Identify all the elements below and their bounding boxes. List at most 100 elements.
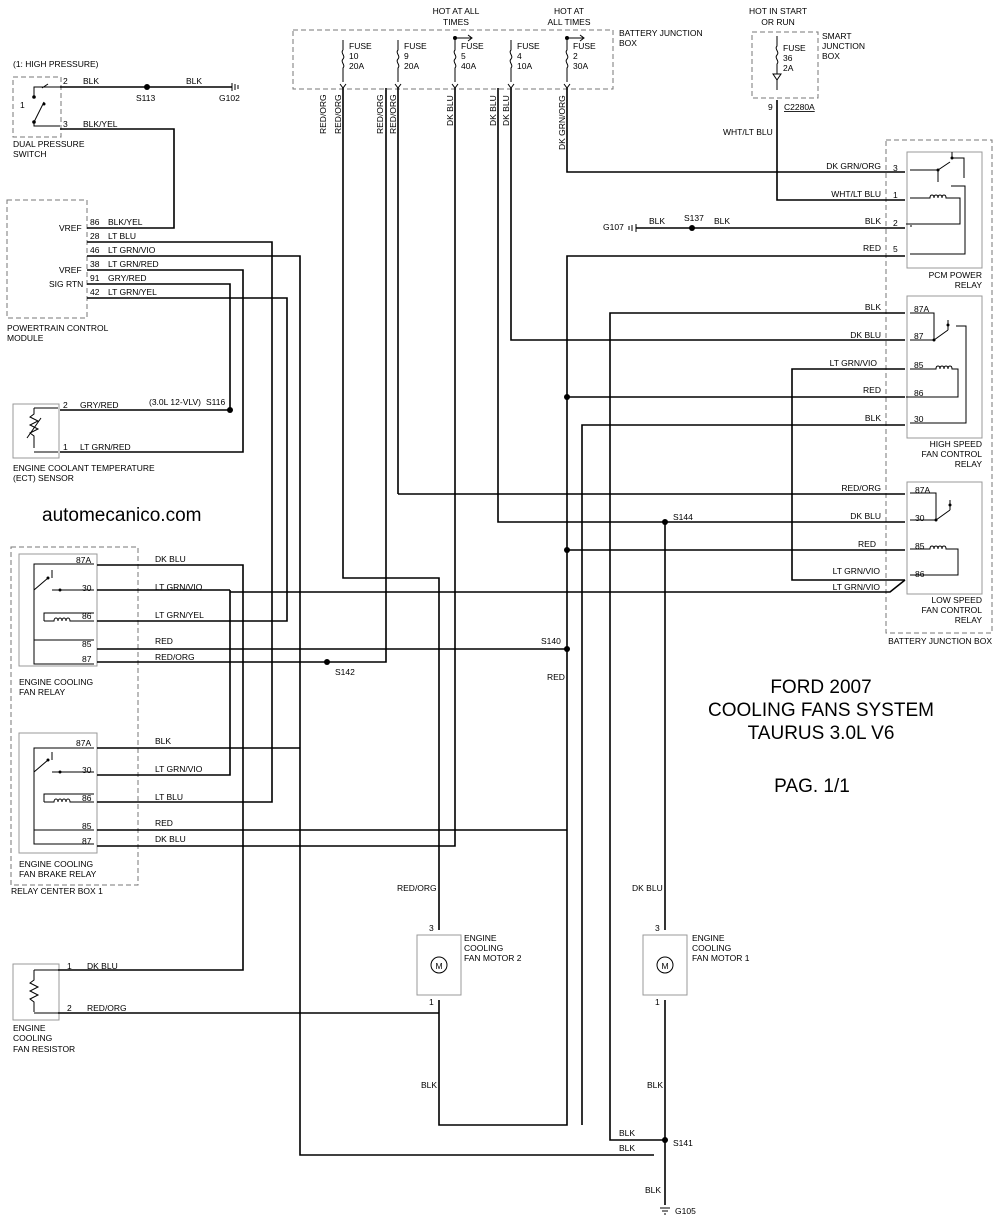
svg-text:30: 30 [914,414,924,424]
svg-text:BLK: BLK [155,736,171,746]
ect-label-2: (ECT) SENSOR [13,473,74,483]
hot-label-3: HOT AT [554,6,584,16]
title-line3: TAURUS 3.0L V6 [748,723,895,744]
svg-text:DK GRN/ORG: DK GRN/ORG [557,95,567,150]
fan-motor-1-m: M [661,961,668,971]
relay-center-box-label: RELAY CENTER BOX 1 [11,886,103,896]
svg-text:4: 4 [517,51,522,61]
fan-relay-switch [33,563,94,665]
high-speed-relay-label-3: RELAY [955,459,983,469]
motor1-label-2: COOLING [692,943,731,953]
svg-text:30: 30 [82,765,92,775]
svg-text:LT GRN/VIO: LT GRN/VIO [833,566,881,576]
page-number: PAG. 1/1 [774,776,850,797]
svg-text:87: 87 [82,836,92,846]
low-speed-relay-box [906,481,983,595]
svg-text:LT GRN/YEL: LT GRN/YEL [155,610,204,620]
dps-label-2: SWITCH [13,149,47,159]
dps-splice: S113 [136,93,155,103]
g105-ground-symbol [660,1207,670,1215]
dps-pin3: 3 [63,119,68,129]
svg-text:28: 28 [90,231,100,241]
motor2-pin1: 1 [429,997,434,1007]
smart-hot-2: OR RUN [761,17,795,27]
g107-wire1: BLK [649,216,665,226]
svg-text:87A: 87A [76,555,91,565]
svg-text:GRY/RED: GRY/RED [108,273,147,283]
hot-label-2: TIMES [443,17,469,27]
fan-resistor-symbol [28,969,58,1014]
red-label: RED [547,672,565,682]
ect-resistor-symbol [26,407,58,453]
motor2-label-3: FAN MOTOR 2 [464,953,522,963]
motor1-pin1: 1 [655,997,660,1007]
high-speed-relay-label-2: FAN CONTROL [922,449,983,459]
svg-text:FUSE: FUSE [404,41,427,51]
svg-text:5: 5 [461,51,466,61]
svg-text:LT GRN/YEL: LT GRN/YEL [108,287,157,297]
motor2-wire-out: BLK [421,1080,437,1090]
svg-text:5: 5 [893,244,898,254]
motor1-label-3: FAN MOTOR 1 [692,953,750,963]
svg-text:30A: 30A [573,61,588,71]
svg-text:85: 85 [914,360,924,370]
motor2-label-1: ENGINE [464,933,497,943]
svg-text:30: 30 [915,513,925,523]
fuse-36: FUSE 36 2A [772,36,806,90]
svg-text:87: 87 [82,654,92,664]
fuse-9: FUSE 9 20A [394,40,427,89]
svg-text:LT BLU: LT BLU [108,231,136,241]
svg-text:LT GRN/VIO: LT GRN/VIO [108,245,156,255]
svg-text:91: 91 [90,273,100,283]
svg-text:BLK: BLK [865,413,881,423]
svg-text:LT GRN/VIO: LT GRN/VIO [155,764,203,774]
brake-relay-switch [33,747,94,845]
svg-text:FUSE: FUSE [783,43,806,53]
vertical-wire-labels: RED/ORG RED/ORG RED/ORG RED/ORG DK BLU D… [318,94,567,150]
svg-text:10: 10 [349,51,359,61]
svg-text:46: 46 [90,245,100,255]
smart-wire-label: WHT/LT BLU [723,127,773,137]
fan-resistor-wire2: RED/ORG [87,1003,127,1013]
fan-relay-box [18,553,98,667]
motor2-wire-in: RED/ORG [397,883,437,893]
svg-text:DK BLU: DK BLU [445,95,455,126]
g107-label: G107 [603,222,624,232]
svg-text:LT GRN/VIO: LT GRN/VIO [830,358,878,368]
dps-label-1: DUAL PRESSURE [13,139,85,149]
svg-text:30: 30 [82,583,92,593]
dps-wire2: BLK [83,76,99,86]
svg-text:RED: RED [863,385,881,395]
dps-wire2b: BLK [186,76,202,86]
fan-resistor-pin2: 2 [67,1003,72,1013]
pcm-power-relay-label-2: RELAY [955,280,983,290]
svg-text:10A: 10A [517,61,532,71]
svg-text:9: 9 [404,51,409,61]
svg-text:BLK: BLK [865,302,881,312]
brake-relay-label-2: FAN BRAKE RELAY [19,869,97,879]
low-speed-relay-pins: 87A 30 85 86 RED/ORG DK BLU RED LT GRN/V… [833,483,931,592]
fan-relay-pin-labels: 87A 30 86 85 87 DK BLU LT GRN/VIO LT GRN… [76,554,204,664]
smart-label-3: BOX [822,51,840,61]
svg-text:87A: 87A [915,485,930,495]
svg-text:DK BLU: DK BLU [488,95,498,126]
fan-relay-label-1: ENGINE COOLING [19,677,93,687]
motor1-pin3: 3 [655,923,660,933]
pcm-vref-2: VREF [59,265,82,275]
splice-points [144,84,695,1143]
s137-label: S137 [684,213,704,223]
motor1-wire-out: BLK [647,1080,663,1090]
svg-text:85: 85 [82,639,92,649]
pcm-label-1: POWERTRAIN CONTROL [7,323,109,333]
brake-relay-label-1: ENGINE COOLING [19,859,93,869]
svg-text:RED/ORG: RED/ORG [318,94,328,134]
ect-pin2: 2 [63,400,68,410]
pcm-sigrtn: SIG RTN [49,279,83,289]
svg-text:DK BLU: DK BLU [850,330,881,340]
svg-text:RED/ORG: RED/ORG [333,94,343,134]
svg-text:RED/ORG: RED/ORG [155,652,195,662]
fuse-4: FUSE 4 10A [507,40,540,89]
fan-motor-1-box [642,934,688,996]
fan-resistor-label-3: FAN RESISTOR [13,1044,75,1054]
pcm-power-relay-pins: 3 1 2 5 DK GRN/ORG WHT/LT BLU BLK RED [826,161,898,254]
